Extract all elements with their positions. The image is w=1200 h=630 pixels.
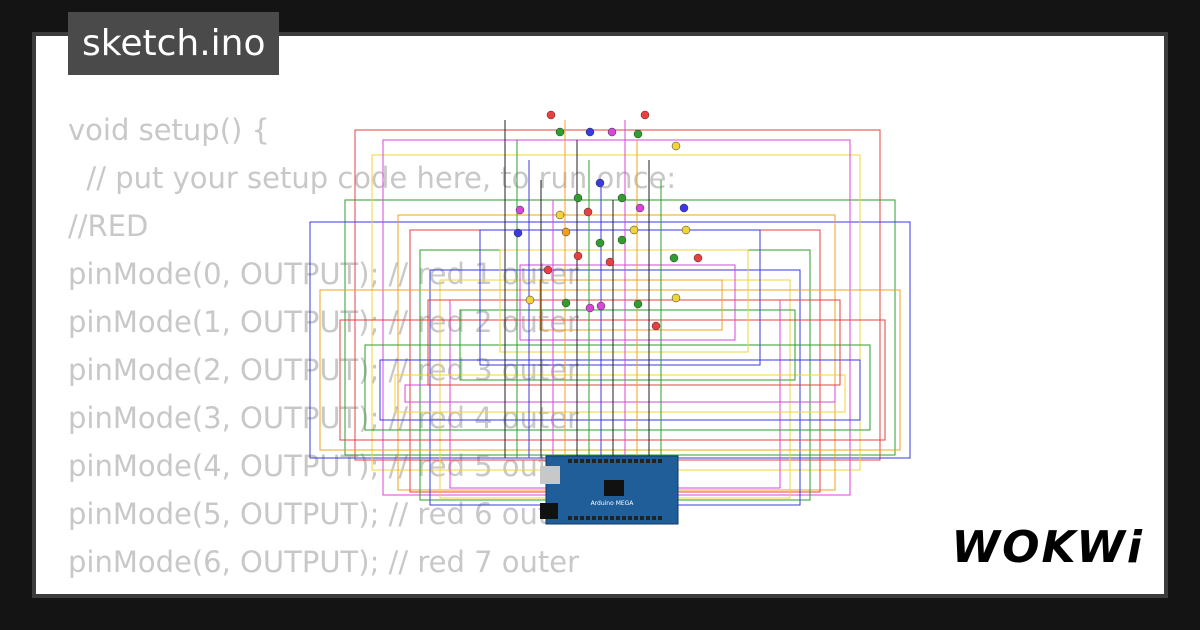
wire: [539, 279, 723, 331]
wire: [394, 374, 846, 413]
led: [546, 110, 556, 120]
led: [585, 303, 595, 313]
header-pin: [616, 516, 620, 520]
header-pin: [628, 459, 632, 463]
led: [617, 235, 627, 245]
usb-connector: [540, 466, 560, 484]
header-pin: [646, 459, 650, 463]
header-pin: [640, 516, 644, 520]
header-pin: [598, 516, 602, 520]
header-pin: [616, 459, 620, 463]
led: [629, 225, 639, 235]
header-pin: [592, 516, 596, 520]
header-pin: [634, 516, 638, 520]
header-pin: [622, 459, 626, 463]
header-pin: [658, 459, 662, 463]
code-line: pinMode(3, OUTPUT); // red 4 outer: [68, 401, 579, 435]
wire: [379, 359, 861, 421]
header-pin: [574, 516, 578, 520]
led: [607, 127, 617, 137]
header-pin: [652, 516, 656, 520]
led: [513, 228, 523, 238]
header-pin: [640, 459, 644, 463]
led: [561, 298, 571, 308]
code-line: //RED: [68, 209, 149, 243]
header-pin: [592, 459, 596, 463]
led: [595, 178, 605, 188]
microcontroller-chip: [604, 480, 624, 496]
led: [573, 193, 583, 203]
wire: [499, 249, 749, 353]
led: [671, 293, 681, 303]
wire: [479, 229, 761, 366]
header-pin: [610, 459, 614, 463]
header-pin: [604, 459, 608, 463]
led: [595, 238, 605, 248]
code-line: pinMode(2, OUTPUT); // red 3 outer: [68, 353, 579, 387]
header-pin: [634, 459, 638, 463]
code-line: pinMode(5, OUTPUT); // red 6 outer: [68, 497, 579, 531]
header-pin: [580, 459, 584, 463]
wire: [364, 344, 871, 431]
header-pin: [658, 516, 662, 520]
led: [679, 203, 689, 213]
led: [635, 203, 645, 213]
board-label: Arduino MEGA: [591, 500, 635, 507]
led: [681, 225, 691, 235]
header-pin: [574, 459, 578, 463]
code-line: void setup() {: [68, 113, 270, 147]
led: [671, 141, 681, 151]
led: [561, 227, 571, 237]
wire: [371, 154, 861, 471]
header-pin: [622, 516, 626, 520]
power-jack: [540, 503, 558, 519]
wire: [459, 309, 796, 381]
preview-card: void setup() { // put your setup code he…: [32, 32, 1168, 598]
wokwi-logo[interactable]: WOKWi: [951, 522, 1144, 573]
header-pin: [580, 516, 584, 520]
led: [525, 295, 535, 305]
led: [633, 299, 643, 309]
led: [640, 110, 650, 120]
header-pin: [568, 516, 572, 520]
wire: [427, 299, 841, 386]
led: [605, 257, 615, 267]
led: [583, 207, 593, 217]
header-pin: [586, 459, 590, 463]
wire: [409, 229, 821, 493]
led: [573, 251, 583, 261]
led: [633, 129, 643, 139]
wire: [404, 384, 836, 403]
led: [585, 127, 595, 137]
header-pin: [568, 459, 572, 463]
led: [617, 193, 627, 203]
led: [669, 253, 679, 263]
led: [555, 127, 565, 137]
led: [543, 265, 553, 275]
header-pin: [652, 459, 656, 463]
file-tab[interactable]: sketch.ino: [68, 12, 280, 75]
led: [555, 210, 565, 220]
led: [693, 253, 703, 263]
code-line: pinMode(6, OUTPUT); // red 7 outer: [68, 545, 579, 579]
header-pin: [598, 459, 602, 463]
wire: [354, 129, 881, 461]
led: [515, 205, 525, 215]
wire: [519, 264, 736, 341]
led: [596, 301, 606, 311]
header-pin: [628, 516, 632, 520]
led: [651, 321, 661, 331]
code-line: pinMode(10, OUTPUT); // red 8: [68, 586, 676, 594]
header-pin: [586, 516, 590, 520]
header-pin: [610, 516, 614, 520]
header-pin: [646, 516, 650, 520]
header-pin: [604, 516, 608, 520]
wire: [319, 289, 901, 451]
